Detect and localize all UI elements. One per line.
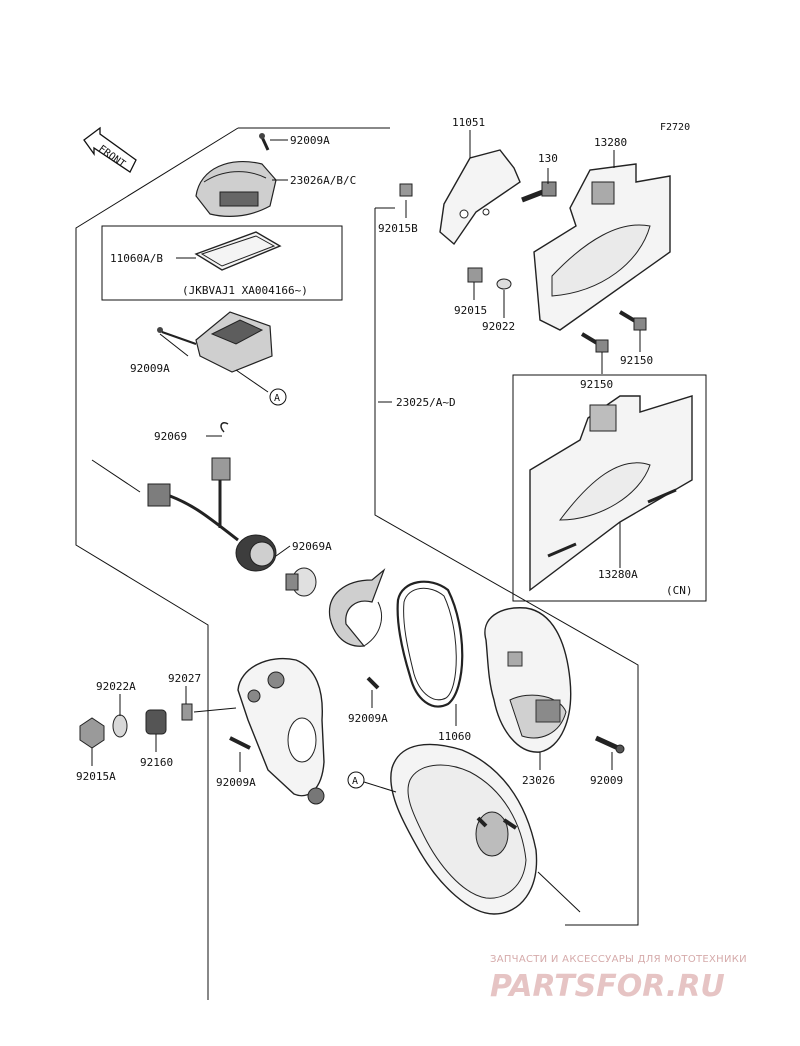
callout-92009: 92009 [590,774,623,787]
callout-92009A-bot: 92009A [348,712,388,725]
callout-92160: 92160 [140,756,173,769]
callout-92022: 92022 [482,320,515,333]
fastener-chain-left [79,703,237,749]
callout-92009A-top: 92009A [290,134,330,147]
callout-92015A: 92015A [76,770,116,783]
gasket-inset-box [101,225,343,301]
callout-92009A-low: 92009A [216,776,256,789]
reflector-part [328,568,386,647]
figure-code: F2720 [660,122,690,133]
socket-harness-part [91,421,277,572]
marker-a1-circle [269,388,287,406]
screw-92009A-top [259,133,270,151]
callout-23025: 23025/A~D [396,396,456,409]
mounting-bracket-part [229,658,380,805]
callout-92069: 92069 [154,430,187,443]
callout-92015: 92015 [454,304,487,317]
watermark-top-text: ЗАПЧАСТИ И АКСЕССУАРЫ ДЛЯ МОТОТЕХНИКИ [490,954,747,965]
bolt-130 [521,181,557,203]
callout-11051: 11051 [452,116,485,129]
lamp-base-part [157,311,273,373]
callout-92150-a: 92150 [620,354,653,367]
callout-cn-note: (CN) [666,584,693,597]
lens-gasket-part [396,580,464,708]
lamp-cover-part [195,160,277,217]
callout-92022A: 92022A [96,680,136,693]
callout-23026ABC: 23026A/B/C [290,174,356,187]
watermark-logo: PARTSFOR.RU [490,969,725,1004]
cn-plate-inset-box [512,374,707,602]
callout-92150-b: 92150 [580,378,613,391]
callout-serial-note: (JKBVAJ1 XA004166~) [182,284,308,297]
assembly-outline [75,127,639,1000]
callouts: 92009A 23026A/B/C 11060A/B (JKBVAJ1 XA00… [76,116,693,789]
callout-13280A: 13280A [598,568,638,581]
callout-92027: 92027 [168,672,201,685]
callout-23026: 23026 [522,774,555,787]
leader-lines [91,130,641,793]
marker-a2: A [352,776,358,787]
front-arrow-icon: FRONT [83,126,137,173]
callout-92009A-mid: 92009A [130,362,170,375]
callout-13280: 13280 [594,136,627,149]
bulb-part [285,567,317,597]
plate-bracket-part [399,149,521,246]
callout-11060: 11060 [438,730,471,743]
screw-92009 [594,735,625,754]
watermark: ЗАПЧАСТИ И АКСЕССУАРЫ ДЛЯ МОТОТЕХНИКИ PA… [490,954,747,1004]
callout-130: 130 [538,152,558,165]
fasteners-right [467,267,647,353]
callout-92015B: 92015B [378,222,418,235]
marker-a1: A [274,393,280,404]
marker-a2-circle [347,771,365,789]
lamp-housing-part [390,743,581,915]
callout-11060AB: 11060A/B [110,252,163,265]
tail-lens-part [484,607,572,753]
callout-92069A: 92069A [292,540,332,553]
license-plate-13280 [533,163,671,331]
